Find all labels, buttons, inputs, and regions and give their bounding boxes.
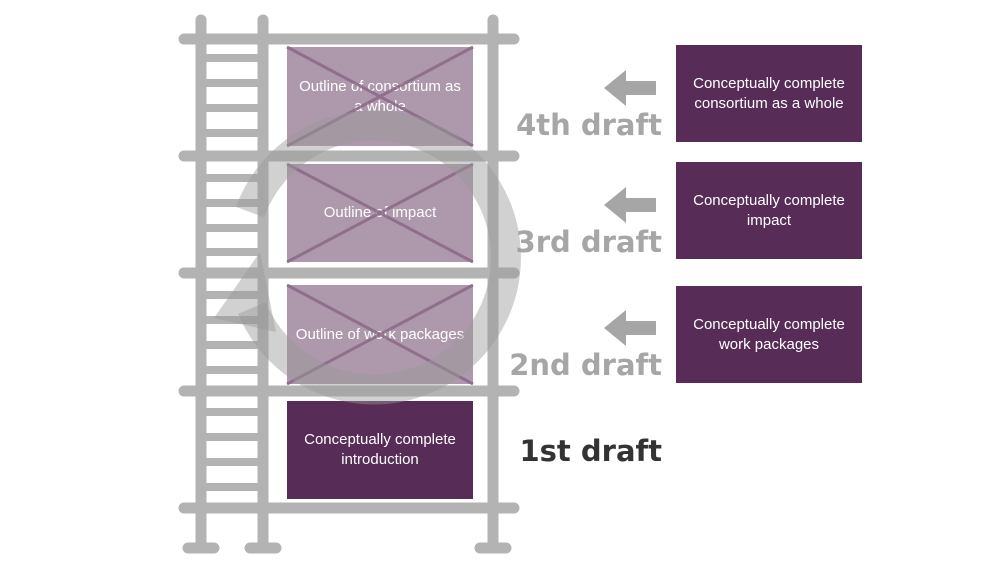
complete-introduction-text: Conceptually complete introduction <box>304 431 456 468</box>
complete-impact-text: Conceptually complete impact <box>693 191 845 229</box>
scaffold-planks <box>178 33 520 514</box>
complete-work-packages-box: Conceptually complete work packages <box>676 286 862 383</box>
draft-label-3rd: 3rd draft <box>515 225 662 259</box>
outline-work-packages-text: Outline of work packages <box>295 325 465 343</box>
left-arrow-icon <box>604 70 656 106</box>
draft-label-2nd: 2nd draft <box>509 348 662 382</box>
ladder-rungs <box>201 54 263 491</box>
complete-introduction-box: Conceptually complete introduction <box>287 401 473 499</box>
complete-work-packages-text: Conceptually complete work packages <box>693 315 845 353</box>
outline-impact-box: Outline of impact <box>287 164 473 262</box>
left-arrow-icon <box>604 187 656 223</box>
draft-label-1st: 1st draft <box>519 434 662 468</box>
outline-consortium-text: Outline of consortium as a whole <box>299 77 461 115</box>
outline-consortium-box: Outline of consortium as a whole <box>287 47 473 146</box>
complete-consortium-text: Conceptually complete consortium as a wh… <box>693 74 845 112</box>
complete-impact-box: Conceptually complete impact <box>676 162 862 259</box>
complete-consortium-box: Conceptually complete consortium as a wh… <box>676 45 862 142</box>
outline-impact-text: Outline of impact <box>323 204 437 221</box>
outline-work-packages-box: Outline of work packages <box>287 285 473 384</box>
draft-label-4th: 4th draft <box>516 108 662 142</box>
left-arrow-icon <box>604 310 656 346</box>
